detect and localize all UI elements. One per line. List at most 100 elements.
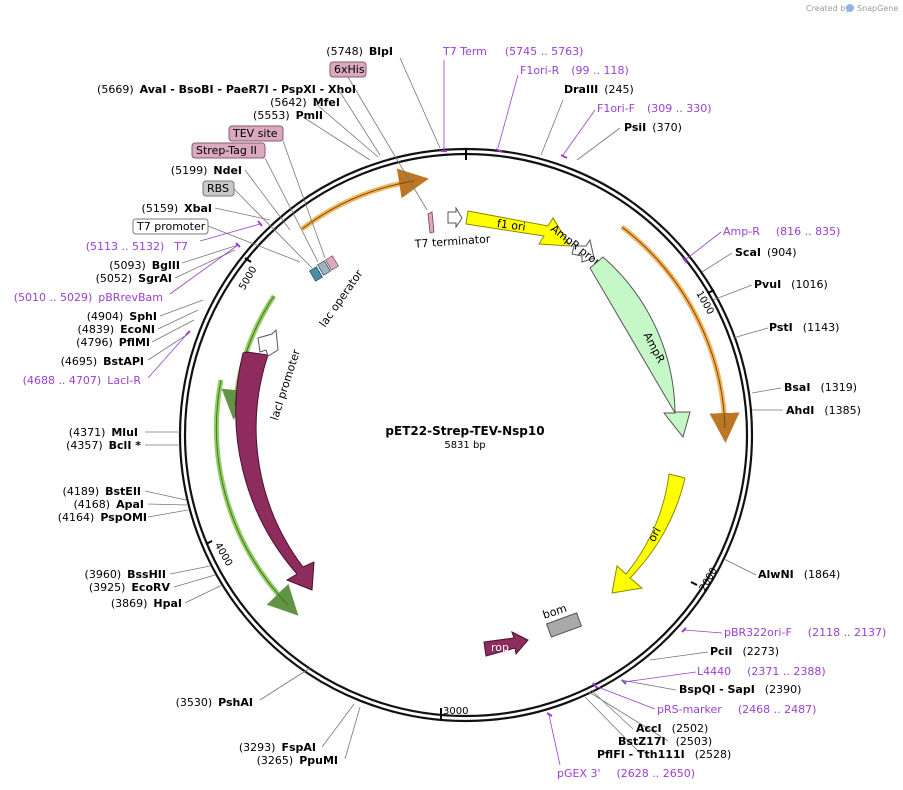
site-bstapi[interactable]: (4695)BstAPI: [61, 355, 144, 368]
primer-pgex3[interactable]: pGEX 3'(2628 .. 2650): [557, 767, 695, 780]
site-fspai[interactable]: (3293)FspAI: [239, 741, 316, 754]
orf-arrow-top-left[interactable]: [300, 168, 429, 231]
site-bglii[interactable]: (5093)BglII: [109, 259, 180, 272]
leader-xbai: [214, 207, 271, 221]
leader-l4440: [623, 671, 697, 683]
site-bcli[interactable]: (4357)BclI *: [66, 439, 141, 452]
site-draiii[interactable]: DraIII(245): [564, 83, 634, 96]
laci-feature[interactable]: [235, 351, 315, 591]
site-pmli[interactable]: (5553)PmlI: [253, 109, 323, 122]
ampr-promoter-feature[interactable]: [571, 238, 595, 263]
primer-t7[interactable]: (5113 .. 5132)T7: [86, 240, 188, 253]
leader-prs: [594, 685, 656, 710]
lac-operator-cluster[interactable]: [309, 255, 339, 282]
site-pshai[interactable]: (3530)PshAI: [176, 696, 253, 709]
rop-feature[interactable]: [483, 631, 529, 657]
leader-acci: [590, 689, 634, 730]
tick-2000-mark: [690, 581, 698, 586]
t7-terminator-feature[interactable]: [427, 211, 435, 234]
primer-f1ori-f[interactable]: F1ori-F(309 .. 330): [597, 102, 712, 115]
site-sphi[interactable]: (4904)SphI: [87, 310, 157, 323]
site-bsai[interactable]: BsaI(1319): [784, 381, 857, 394]
site-xbai[interactable]: (5159)XbaI: [142, 202, 212, 215]
ori-feature[interactable]: [611, 473, 686, 594]
t7-terminator-label: T7 terminator: [413, 232, 491, 250]
primer-amp-r[interactable]: Amp-R(816 .. 835): [723, 225, 840, 238]
plasmid-size: 5831 bp: [444, 440, 485, 451]
site-bsshii[interactable]: (3960)BssHII: [85, 568, 166, 581]
primer-l4440[interactable]: L4440(2371 .. 2388): [697, 665, 826, 678]
site-ndei[interactable]: (5199)NdeI: [171, 164, 242, 177]
tick-3000: 3000: [443, 706, 468, 717]
site-apai[interactable]: (4168)ApaI: [74, 498, 144, 511]
leader-bsshii: [169, 565, 211, 575]
site-alwni[interactable]: AlwNI(1864): [758, 568, 840, 581]
site-bstz17i[interactable]: BstZ17I(2503): [618, 735, 712, 748]
leader-apai: [147, 503, 188, 506]
site-mfei[interactable]: (5642)MfeI: [270, 96, 340, 109]
leader-draiii: [540, 99, 564, 156]
primer-labels: T7 Term(5745 .. 5763) F1ori-R(99 .. 118)…: [14, 45, 887, 780]
box-rbs[interactable]: [202, 180, 235, 197]
leader-f1ori-r: [497, 74, 519, 149]
tick-1000-mark: [707, 289, 715, 294]
site-mlui[interactable]: (4371)MluI: [69, 426, 138, 439]
site-blpi[interactable]: (5748)BlpI: [326, 45, 393, 58]
t7-terminator-arrow[interactable]: [447, 206, 463, 229]
site-hpai[interactable]: (3869)HpaI: [111, 597, 182, 610]
box-t7-promoter-label: T7 promoter: [136, 220, 206, 233]
box-strep-tag[interactable]: [191, 142, 266, 159]
primer-mark-f1ori-r: [495, 148, 503, 153]
primer-t7term[interactable]: T7 Term(5745 .. 5763): [442, 45, 583, 58]
leader-lines: [144, 57, 783, 766]
box-tev-site[interactable]: [228, 125, 284, 142]
site-bsteii[interactable]: (4189)BstEII: [63, 485, 141, 498]
orf-arrow-top-left-outline: [301, 180, 415, 230]
leader-alwni: [723, 558, 757, 576]
primer-mark-prs: [592, 682, 598, 689]
leader-sphi: [159, 299, 204, 317]
site-scai[interactable]: ScaI(904): [735, 246, 797, 259]
site-sgrai[interactable]: (5052)SgrAI: [96, 272, 172, 285]
site-psti[interactable]: PstI(1143): [769, 321, 839, 334]
primer-pbrrevbam[interactable]: (5010 .. 5029)pBRrevBam: [14, 291, 163, 304]
primer-pbr322ori-f[interactable]: pBR322ori-F(2118 .. 2137): [724, 626, 886, 639]
primer-mark-t7: [257, 220, 263, 227]
site-acci[interactable]: AccI(2502): [636, 722, 708, 735]
box-strep-tag-label: Strep-Tag II: [196, 144, 257, 157]
site-pspomi[interactable]: (4164)PspOMI: [58, 511, 147, 524]
site-ecorv[interactable]: (3925)EcoRV: [89, 581, 171, 594]
ampr-feature[interactable]: [589, 256, 691, 439]
laci-promoter-label: lacI promoter: [268, 347, 303, 421]
box-6xhis[interactable]: [329, 61, 367, 78]
primer-f1ori-r[interactable]: F1ori-R(99 .. 118): [520, 64, 629, 77]
site-pvui[interactable]: PvuI(1016): [754, 278, 828, 291]
orf-arrow-left-long-outline: [215, 379, 289, 606]
box-t7-promoter[interactable]: [132, 218, 209, 235]
site-pflmi[interactable]: (4796)PflMI: [76, 336, 150, 349]
primer-laci-r[interactable]: (4688 .. 4707)LacI-R: [23, 374, 142, 387]
leader-pmli: [302, 116, 371, 161]
f1-ori-feature[interactable]: [465, 210, 571, 247]
primer-mark-f1ori-f: [560, 154, 568, 159]
leader-ecorv: [173, 574, 216, 588]
leader-fspai: [321, 703, 355, 748]
f1-ori-label: f1 ori: [496, 217, 526, 234]
tick-4000-mark: [205, 540, 213, 545]
site-bspqi-sapi[interactable]: BspQI - SapI(2390): [679, 683, 801, 696]
site-xhoi-group[interactable]: (5669)AvaI - BsoBI - PaeR7I - PspXI - Xh…: [97, 83, 356, 96]
site-psii[interactable]: PsiI(370): [624, 121, 682, 134]
box-tev-site-label: TEV site: [232, 127, 278, 140]
site-econi[interactable]: (4839)EcoNI: [78, 323, 155, 336]
leader-mfei: [314, 102, 379, 158]
site-pcii[interactable]: PciI(2273): [710, 645, 779, 658]
site-ahdi[interactable]: AhdI(1385): [786, 404, 861, 417]
tick-5000-mark: [244, 257, 252, 263]
laci-promoter-feature[interactable]: [257, 328, 279, 357]
bom-feature[interactable]: [545, 612, 583, 638]
leader-psii: [576, 127, 621, 161]
snapgene-watermark: Created by SnapGene: [806, 4, 898, 13]
site-ppumi[interactable]: (3265)PpuMI: [257, 754, 338, 767]
primer-prs-marker[interactable]: pRS-marker(2468 .. 2487): [657, 703, 816, 716]
site-pflfi-tth111i[interactable]: PflFI - Tth111I(2528): [597, 748, 731, 761]
